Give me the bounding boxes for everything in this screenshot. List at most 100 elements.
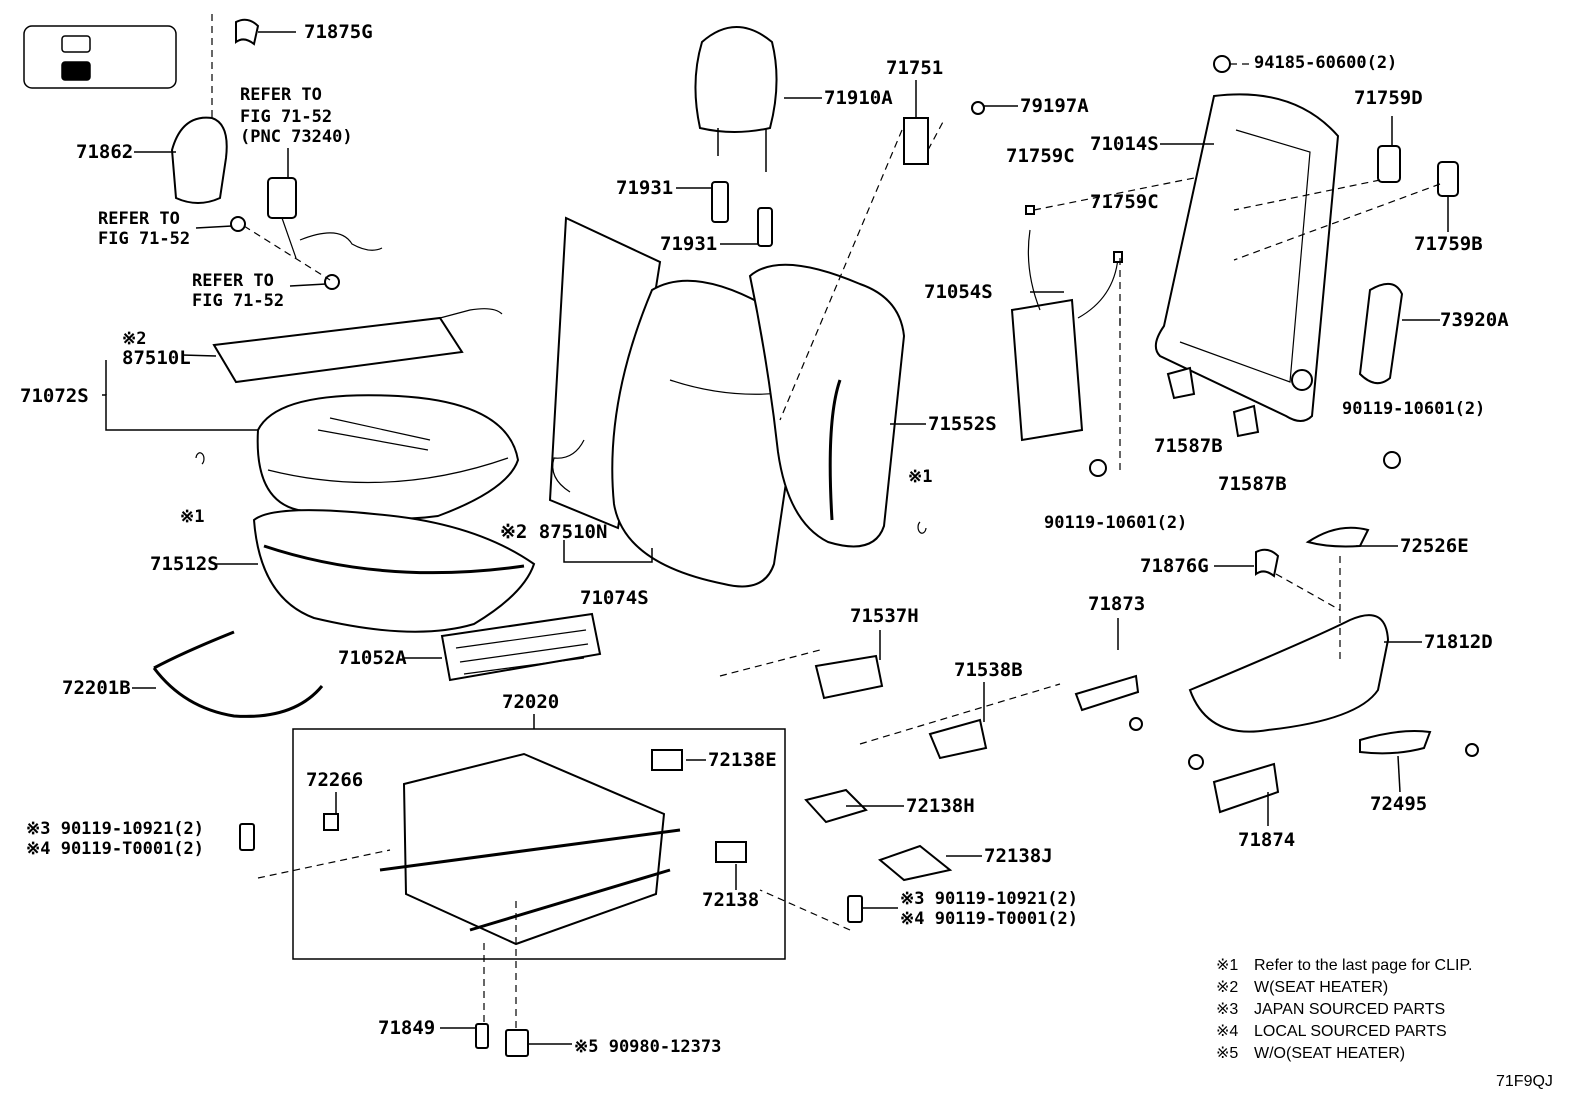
cover-72138J — [878, 844, 953, 882]
refer-fig-3-line-b: FIG 71-52 — [192, 291, 284, 311]
callout-71759B: 71759B — [1414, 233, 1483, 255]
callout-87510L: 87510L — [122, 347, 191, 369]
clip-72138E — [651, 749, 683, 771]
callout-72201B: 72201B — [62, 677, 131, 699]
cover-72138H — [804, 788, 868, 824]
callout-72138H: 72138H — [906, 795, 975, 817]
callout-labels: 71875G 71862 REFER TO FIG 71-52 (PNC 732… — [20, 21, 1509, 1057]
refer-fig-1-line-c: (PNC 73240) — [240, 127, 353, 147]
seatback-cover-71074S — [611, 279, 804, 588]
callout-72266: 72266 — [306, 769, 363, 791]
cover-72526E — [1305, 526, 1370, 548]
callout-71052A: 71052A — [338, 647, 407, 669]
callout-71910A: 71910A — [824, 87, 893, 109]
figure-code: 71F9QJ — [1496, 1073, 1553, 1090]
note-mark-3: ※3 — [1216, 1001, 1238, 1018]
callout-71812D: 71812D — [1424, 631, 1493, 653]
cover-71862 — [170, 116, 228, 204]
callout-71931-upper: 71931 — [616, 177, 673, 199]
bolt-local-left: ※4 90119-T0001(2) — [26, 839, 204, 859]
clip-72266 — [323, 813, 339, 831]
legend-swatch-light — [61, 35, 91, 53]
refer-fig-3-line-a: REFER TO — [192, 271, 274, 291]
callout-71751: 71751 — [886, 57, 943, 79]
clip-71759D — [1377, 145, 1401, 183]
clip-72138 — [715, 841, 747, 863]
callout-71873: 71873 — [1088, 593, 1145, 615]
callout-90119-10601-right: 90119-10601(2) — [1342, 399, 1485, 419]
note-mark-2: ※2 — [1216, 979, 1238, 996]
seatback-frame-71014S — [1154, 93, 1340, 422]
callout-71054S: 71054S — [924, 281, 993, 303]
callout-72495: 72495 — [1370, 793, 1427, 815]
cover-72495 — [1359, 730, 1432, 755]
footnotes: ※1 Refer to the last page for CLIP. ※2 W… — [1216, 957, 1473, 1062]
callout-71931-lower: 71931 — [660, 233, 717, 255]
callout-71875G: 71875G — [304, 21, 373, 43]
heater-mat-87510L — [212, 316, 464, 384]
seatback-pad-71552S — [748, 263, 906, 548]
clip-note-mark-left: ※1 — [180, 507, 204, 527]
callout-71014S: 71014S — [1090, 133, 1159, 155]
callout-72138E: 72138E — [708, 749, 777, 771]
callout-71759C-lower: 71759C — [1090, 191, 1159, 213]
note-mark-5: ※5 — [1216, 1045, 1238, 1062]
cushion-cover-71072S — [256, 394, 520, 520]
bolt-local-mid: ※4 90119-T0001(2) — [900, 909, 1078, 929]
wire-72201B — [152, 630, 324, 718]
legend-box — [23, 25, 177, 89]
callout-72138J: 72138J — [984, 845, 1053, 867]
bracket-71873 — [1074, 674, 1140, 712]
callout-79197A: 79197A — [1020, 95, 1089, 117]
callout-72020: 72020 — [502, 691, 559, 713]
callout-71587B-left: 71587B — [1154, 435, 1223, 457]
shield-71812D — [1188, 614, 1390, 733]
callout-71074S: 71074S — [580, 587, 649, 609]
leader-lines — [102, 31, 1449, 1045]
note-text-1: Refer to the last page for CLIP. — [1254, 957, 1473, 974]
headrest-guide-1 — [711, 181, 729, 223]
note-text-4: LOCAL SOURCED PARTS — [1254, 1023, 1447, 1040]
note-text-3: JAPAN SOURCED PARTS — [1254, 1001, 1445, 1018]
callout-71538B: 71538B — [954, 659, 1023, 681]
cover-71538B — [928, 718, 988, 760]
legend-swatch-dark — [61, 61, 91, 81]
clip-71587B-1 — [1166, 366, 1196, 400]
callout-94185-60600: 94185-60600(2) — [1254, 53, 1397, 73]
callout-90980-12373: ※5 90980-12373 — [574, 1037, 721, 1057]
callout-71874: 71874 — [1238, 829, 1295, 851]
headrest-71910A — [694, 26, 778, 133]
refer-fig-2-line-b: FIG 71-52 — [98, 229, 190, 249]
cover-71537H — [814, 654, 884, 700]
part-drawings — [152, 14, 1479, 1057]
callout-71759C-upper: 71759C — [1006, 145, 1075, 167]
callout-71876G: 71876G — [1140, 555, 1209, 577]
spring-71052A — [440, 612, 602, 682]
callout-90119-10601-left: 90119-10601(2) — [1044, 513, 1187, 533]
bracket-71751 — [903, 117, 929, 165]
note-mark-4: ※4 — [1216, 1023, 1238, 1040]
seat-belt-buckle — [267, 177, 297, 219]
callout-71849: 71849 — [378, 1017, 435, 1039]
bracket-71874 — [1212, 762, 1280, 814]
note-mark-1: ※1 — [1216, 957, 1238, 974]
refer-fig-1-line-b: FIG 71-52 — [240, 107, 332, 127]
note-text-5: W/O(SEAT HEATER) — [1254, 1045, 1405, 1062]
note-text-2: W(SEAT HEATER) — [1254, 979, 1388, 996]
callout-71587B-right: 71587B — [1218, 473, 1287, 495]
side-cover-73920A — [1358, 283, 1404, 385]
callout-72526E: 72526E — [1400, 535, 1469, 557]
callout-73920A: 73920A — [1440, 309, 1509, 331]
callout-71512S: 71512S — [150, 553, 219, 575]
clip-71759B — [1437, 161, 1459, 197]
callout-72138: 72138 — [702, 889, 759, 911]
callout-87510L-mark: ※2 — [122, 329, 146, 349]
refer-fig-1-line-a: REFER TO — [240, 85, 322, 105]
headrest-guide-2 — [757, 207, 773, 247]
callout-71537H: 71537H — [850, 605, 919, 627]
callout-87510N: ※2 87510N — [500, 521, 607, 543]
bolt-japan-left: ※3 90119-10921(2) — [26, 819, 204, 839]
refer-fig-2-line-a: REFER TO — [98, 209, 180, 229]
lumbar-71054S — [1010, 298, 1084, 442]
